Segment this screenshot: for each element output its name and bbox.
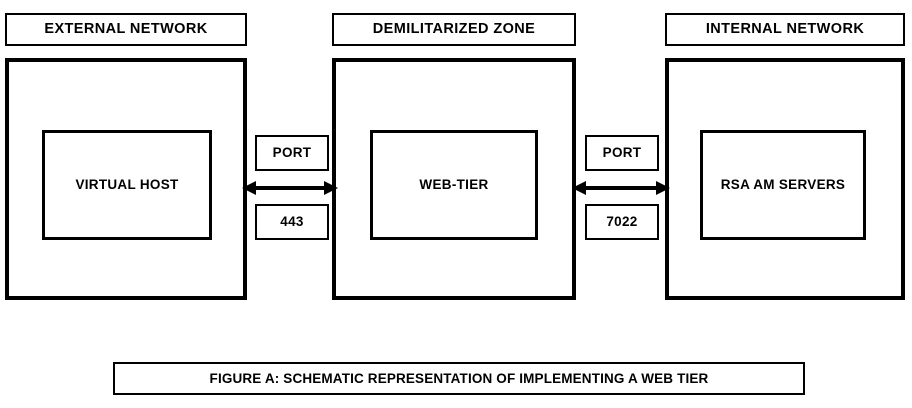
port-value-text: 7022 (606, 214, 638, 230)
connector-dmz-to-internal: PORT 7022 (572, 130, 670, 245)
port-label-text: PORT (602, 145, 642, 161)
figure-caption-label: FIGURE A: SCHEMATIC REPRESENTATION OF IM… (209, 370, 709, 386)
zone-header-demilitarized-zone: DEMILITARIZED ZONE (332, 13, 576, 46)
node-label: RSA AM SERVERS (720, 177, 846, 193)
figure-caption: FIGURE A: SCHEMATIC REPRESENTATION OF IM… (113, 362, 805, 395)
node-label: WEB-TIER (419, 177, 489, 193)
node-rsa-am-servers: RSA AM SERVERS (700, 130, 866, 240)
node-web-tier: WEB-TIER (370, 130, 538, 240)
port-label-text: PORT (272, 145, 312, 161)
arrow-left-right-icon (572, 179, 670, 197)
port-value-chip: 7022 (585, 204, 659, 240)
connector-external-to-dmz: PORT 443 (242, 130, 338, 245)
port-label-chip: PORT (585, 135, 659, 171)
arrow-left-right-icon (242, 179, 338, 197)
node-label: VIRTUAL HOST (75, 177, 179, 193)
zone-header-internal-network: INTERNAL NETWORK (665, 13, 905, 46)
zone-header-label: DEMILITARIZED ZONE (372, 21, 536, 38)
port-value-text: 443 (280, 214, 304, 230)
node-virtual-host: VIRTUAL HOST (42, 130, 212, 240)
zone-header-label: EXTERNAL NETWORK (44, 21, 208, 38)
zone-header-external-network: EXTERNAL NETWORK (5, 13, 247, 46)
zone-header-label: INTERNAL NETWORK (705, 21, 865, 38)
port-value-chip: 443 (255, 204, 329, 240)
port-label-chip: PORT (255, 135, 329, 171)
